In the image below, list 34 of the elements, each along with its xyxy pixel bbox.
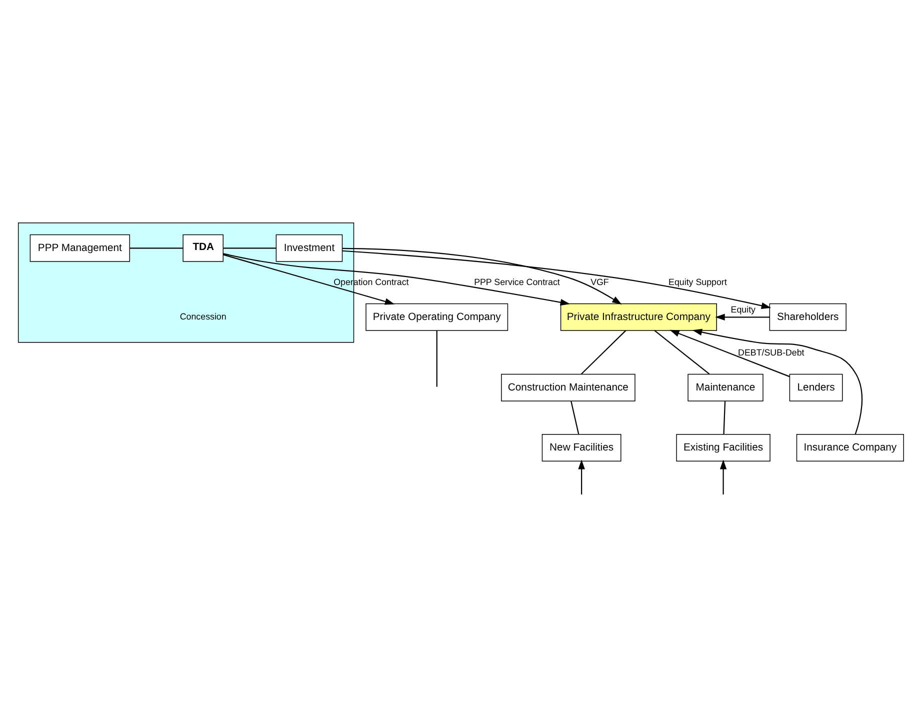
node-box: Lenders: [789, 373, 843, 401]
arrow: [720, 459, 727, 494]
arrow: [578, 459, 585, 494]
edge-label: VGF: [590, 276, 609, 286]
arrow: [342, 250, 772, 309]
arrow: [670, 329, 790, 377]
arrow: [342, 247, 622, 304]
arrow: [223, 254, 395, 304]
edge-label: Equity: [730, 304, 756, 314]
node-box: TDA: [182, 234, 224, 262]
connector: [723, 400, 726, 434]
node-box: PPP Management: [30, 234, 130, 262]
edge-label: Equity Support: [668, 276, 727, 286]
connector: [130, 247, 184, 248]
edge-label: PPP Service Contract: [474, 276, 560, 286]
node-box: Construction Maintenance: [501, 373, 636, 401]
node-box: Private Operating Company: [366, 302, 508, 330]
label: Concession: [180, 310, 226, 321]
node-box: Private Infrastructure Company: [560, 302, 717, 330]
connector: [580, 330, 626, 374]
connector: [570, 400, 580, 434]
node-box: New Facilities: [542, 434, 622, 461]
edge-label: DEBT/SUB-Debt: [738, 346, 804, 357]
node-box: Maintenance: [688, 373, 764, 401]
arrow: [715, 313, 770, 320]
node-box: Shareholders: [769, 302, 846, 330]
connector: [654, 330, 710, 374]
arrow: [223, 252, 570, 306]
node-box: Existing Facilities: [676, 434, 770, 461]
arrow: [692, 328, 863, 434]
node-box: Investment: [276, 234, 343, 262]
connector: [223, 247, 276, 248]
connector: [436, 330, 438, 386]
node-box: Insurance Company: [796, 434, 904, 461]
